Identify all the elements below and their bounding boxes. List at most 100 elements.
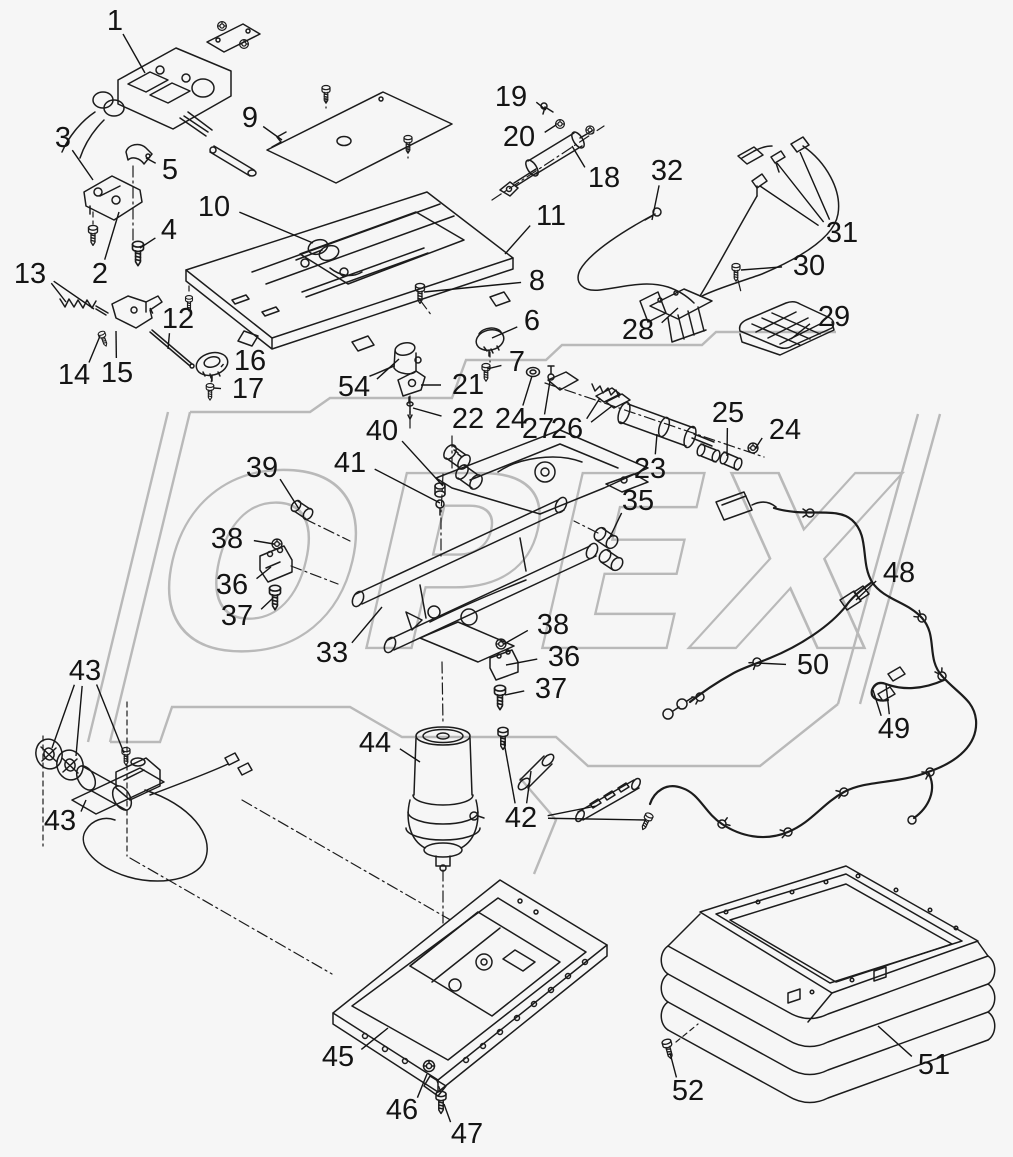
- leader-line-10: [239, 211, 314, 244]
- part-label-52: 52: [672, 1075, 704, 1107]
- leader-line-43-top: [95, 684, 125, 754]
- leader-line-42: [525, 770, 532, 804]
- part-12-17-latch-group: [59, 295, 229, 401]
- part-label-19: 19: [495, 81, 527, 113]
- leader-line-12: [149, 307, 154, 314]
- leader-line-39: [279, 478, 300, 510]
- part-label-41: 41: [334, 447, 366, 479]
- part-label-14: 14: [58, 359, 90, 391]
- part-label-10: 10: [198, 191, 230, 223]
- part-label-42: 42: [505, 802, 537, 834]
- leader-line-30: [740, 266, 783, 271]
- leader-line-40: [401, 440, 444, 487]
- part-label-51: 51: [918, 1049, 950, 1081]
- part-label-12: 12: [162, 303, 194, 335]
- part-label-39: 39: [246, 452, 278, 484]
- leader-line-11: [504, 225, 531, 255]
- part-label-36-right: 36: [548, 641, 580, 673]
- part-label-37-left: 37: [221, 600, 253, 632]
- part-label-22: 22: [452, 403, 484, 435]
- leader-line-36-left: [256, 566, 272, 580]
- part-2-3-valve-bracket: [83, 143, 153, 267]
- part-label-5: 5: [162, 154, 178, 186]
- part-label-8: 8: [529, 265, 545, 297]
- part-label-28: 28: [622, 314, 654, 346]
- part-label-31: 31: [826, 217, 858, 249]
- leader-line-17: [213, 387, 222, 390]
- part-label-21: 21: [452, 369, 484, 401]
- part-label-45: 45: [322, 1041, 354, 1073]
- leader-line-35: [608, 512, 623, 540]
- watermark: OPEX: [86, 330, 942, 875]
- leader-line-14: [88, 335, 101, 363]
- part-label-16: 16: [234, 345, 266, 377]
- leader-line-46: [416, 1073, 428, 1098]
- leader-line-24-left: [522, 375, 533, 406]
- leader-line-16: [220, 363, 225, 368]
- leader-line-52: [669, 1052, 678, 1078]
- part-43-compressor: [35, 738, 253, 882]
- part-label-24-right: 24: [769, 414, 801, 446]
- part-10-11-upper-slide-frame: [184, 191, 514, 420]
- watermark-text: OPEX: [127, 426, 920, 705]
- part-label-23: 23: [634, 453, 666, 485]
- part-label-35: 35: [622, 485, 654, 517]
- part-label-6: 6: [524, 305, 540, 337]
- leader-line-24-right: [754, 437, 763, 450]
- leader-line-49: [872, 689, 882, 717]
- leader-line-22: [412, 407, 442, 417]
- part-label-30: 30: [793, 250, 825, 282]
- leader-line-28: [661, 307, 679, 324]
- leader-line-45: [360, 1027, 389, 1051]
- part-label-9: 9: [242, 102, 258, 134]
- leader-line-1: [122, 33, 146, 74]
- leader-line-33: [351, 606, 383, 644]
- part-label-40: 40: [366, 415, 398, 447]
- leader-line-42: [503, 741, 516, 804]
- part-label-38-right: 38: [537, 609, 569, 641]
- leader-line-8: [423, 281, 522, 293]
- part-label-11: 11: [536, 200, 566, 232]
- part-44-air-spring: [405, 726, 485, 872]
- leader-line-43-top: [51, 684, 76, 749]
- part-label-27: 27: [522, 413, 554, 445]
- part-label-54: 54: [338, 371, 370, 403]
- leader-line-31: [799, 151, 831, 220]
- part-1-control-module: [61, 21, 261, 177]
- leader-line-31: [776, 162, 825, 223]
- part-label-44: 44: [359, 727, 391, 759]
- part-label-36-left: 36: [216, 569, 248, 601]
- part-label-29: 29: [818, 301, 850, 333]
- leader-line-26: [590, 405, 613, 423]
- part-label-49: 49: [878, 713, 910, 745]
- part-label-46: 46: [386, 1094, 418, 1126]
- leader-line-13: [53, 280, 95, 310]
- part-label-37-right: 37: [535, 673, 567, 705]
- part-36-39-switch-cluster-left: [259, 499, 314, 611]
- leader-line-50: [756, 662, 787, 666]
- leader-line-23: [654, 433, 658, 455]
- leader-line-5: [145, 157, 157, 164]
- part-33-41-suspension-frame: [351, 429, 649, 663]
- part-label-32: 32: [651, 155, 683, 187]
- leader-line-38-right: [503, 629, 529, 645]
- leader-line-37-left: [260, 597, 274, 610]
- leader-line-9: [262, 125, 283, 141]
- leader-line-37-right: [504, 690, 525, 696]
- part-label-18: 18: [588, 162, 620, 194]
- part-label-47: 47: [451, 1118, 483, 1150]
- part-23-27-damper-assembly: [525, 365, 759, 471]
- part-label-13: 13: [14, 258, 46, 290]
- leader-line-43-top: [75, 685, 83, 757]
- leader-line-3: [71, 149, 94, 181]
- leader-line-49: [885, 683, 890, 715]
- leader-line-51: [877, 1025, 913, 1057]
- part-28-32-control-cables: [577, 136, 840, 356]
- part-label-2: 2: [92, 258, 108, 290]
- leader-line-18: [571, 145, 586, 168]
- leader-line-48: [855, 580, 877, 601]
- leader-line-54: [376, 358, 400, 380]
